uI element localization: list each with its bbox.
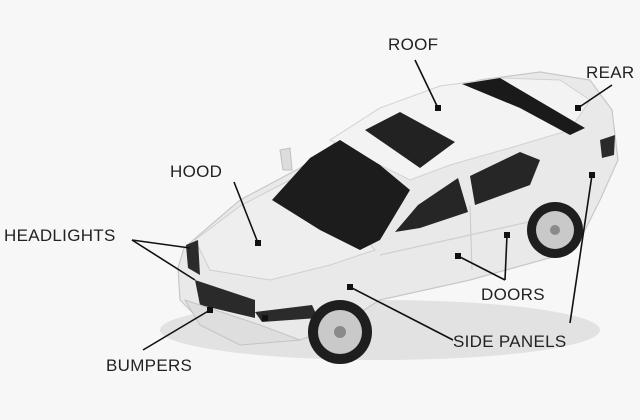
leader-rear [577,84,613,109]
car-bumper-lower [183,299,301,346]
marker-headlight [262,315,268,321]
label-hood: HOOD [170,162,223,181]
car-headlight-left [186,240,200,275]
car-windshield [272,140,410,250]
label-roof: ROOF [388,35,439,54]
car-side-window-rear [470,152,540,205]
marker-side-panel-front [347,284,353,290]
car-sunroof [365,112,455,168]
leader-headlights-b [131,239,196,281]
car-wheel-front [308,300,372,364]
marker-roof [435,105,441,111]
car-grille [195,280,255,318]
marker-rear [575,105,581,111]
marker-doors-2 [455,253,461,259]
marker-side-panel-rear [589,172,595,178]
marker-doors-1 [504,232,510,238]
car-wheel-rear [527,202,583,258]
marker-bumper [207,307,213,313]
leader-roof [414,59,439,109]
leader-bumpers [142,309,211,351]
car-mirror [279,147,293,171]
leader-hood [233,181,259,244]
leader-side-panels-a [569,174,593,324]
leader-side-panels-b [349,286,454,341]
label-doors: DOORS [481,285,545,304]
label-headlights: HEADLIGHTS [4,226,116,245]
car-headlight-right [255,305,318,322]
car-taillight [600,135,615,158]
marker-hood [255,240,261,246]
leader-headlights-a [131,239,191,249]
leader-doors-a [504,234,508,281]
markers [207,105,595,321]
leader-doors-b [457,255,506,281]
leader-lines [131,59,613,351]
label-bumpers: BUMPERS [106,356,193,375]
car-door-line [469,204,473,271]
label-side-panels: SIDE PANELS [453,332,567,351]
label-rear: REAR [586,63,635,82]
car-rear-window [462,78,585,135]
car-side-window-front [395,178,468,232]
